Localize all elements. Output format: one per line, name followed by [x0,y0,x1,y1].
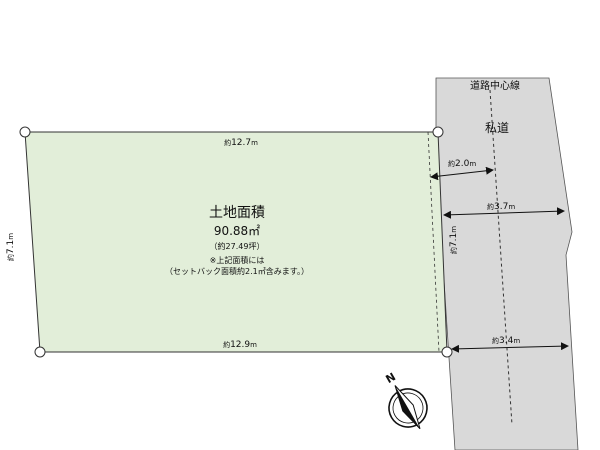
land-area-title: 土地面積 [209,205,265,221]
road-width-top-arrow [443,207,565,219]
road-centerline-label: 道路中心線 [470,79,520,92]
north-arrow-icon: N [384,370,428,430]
road-width-bottom-dimension: 約3.4m [492,336,520,346]
road-width-top-dimension: 約3.7m [487,202,515,212]
north-label: N [384,370,398,386]
road-width-bottom-arrow [451,342,569,353]
setback-line [427,131,440,353]
bottom-edge-dimension: 約12.9m [223,340,257,350]
left-edge-dimension: 約7.1m [6,233,16,261]
right-edge-dimension: 約7.1m [449,226,459,254]
land-area-tsubo: （約27.49坪） [210,241,265,251]
corner-marker-top-left [19,126,31,138]
corner-marker-top-right [432,126,444,138]
private-road-label: 私道 [485,121,509,135]
setback-note-line-1: ※上記面積には [210,255,265,265]
setback-dimension-arrow [430,166,494,181]
setback-note-line-2: （セットバック面積約2.1㎡含みます。） [165,266,309,276]
road-centerline [489,89,513,426]
corner-marker-bottom-right [441,346,453,358]
top-edge-dimension: 約12.7m [224,138,258,148]
corner-marker-bottom-left [34,346,46,358]
land-area-value: 90.88㎡ [214,224,260,238]
setback-dimension: 約2.0m [448,159,476,169]
